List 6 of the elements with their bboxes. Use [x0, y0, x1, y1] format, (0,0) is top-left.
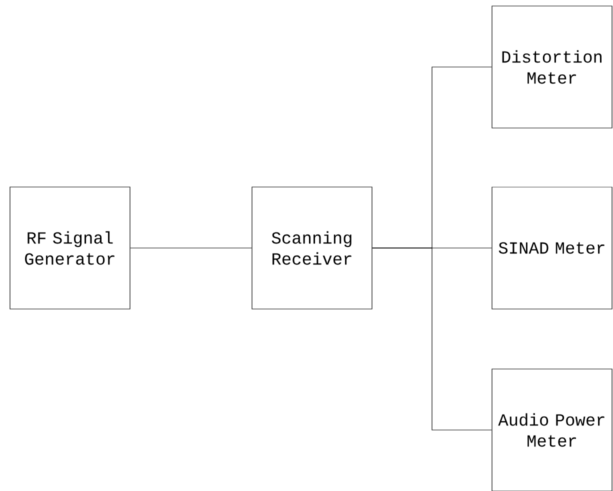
device-box: Audio Power Meter — [492, 368, 612, 491]
device-box: SINAD Meter — [492, 186, 612, 310]
device-box: Scanning Receiver — [252, 186, 372, 310]
device-box: RF Signal Generator — [10, 186, 130, 310]
connector-line — [372, 248, 492, 430]
device-box: Distortion Meter — [492, 6, 612, 128]
